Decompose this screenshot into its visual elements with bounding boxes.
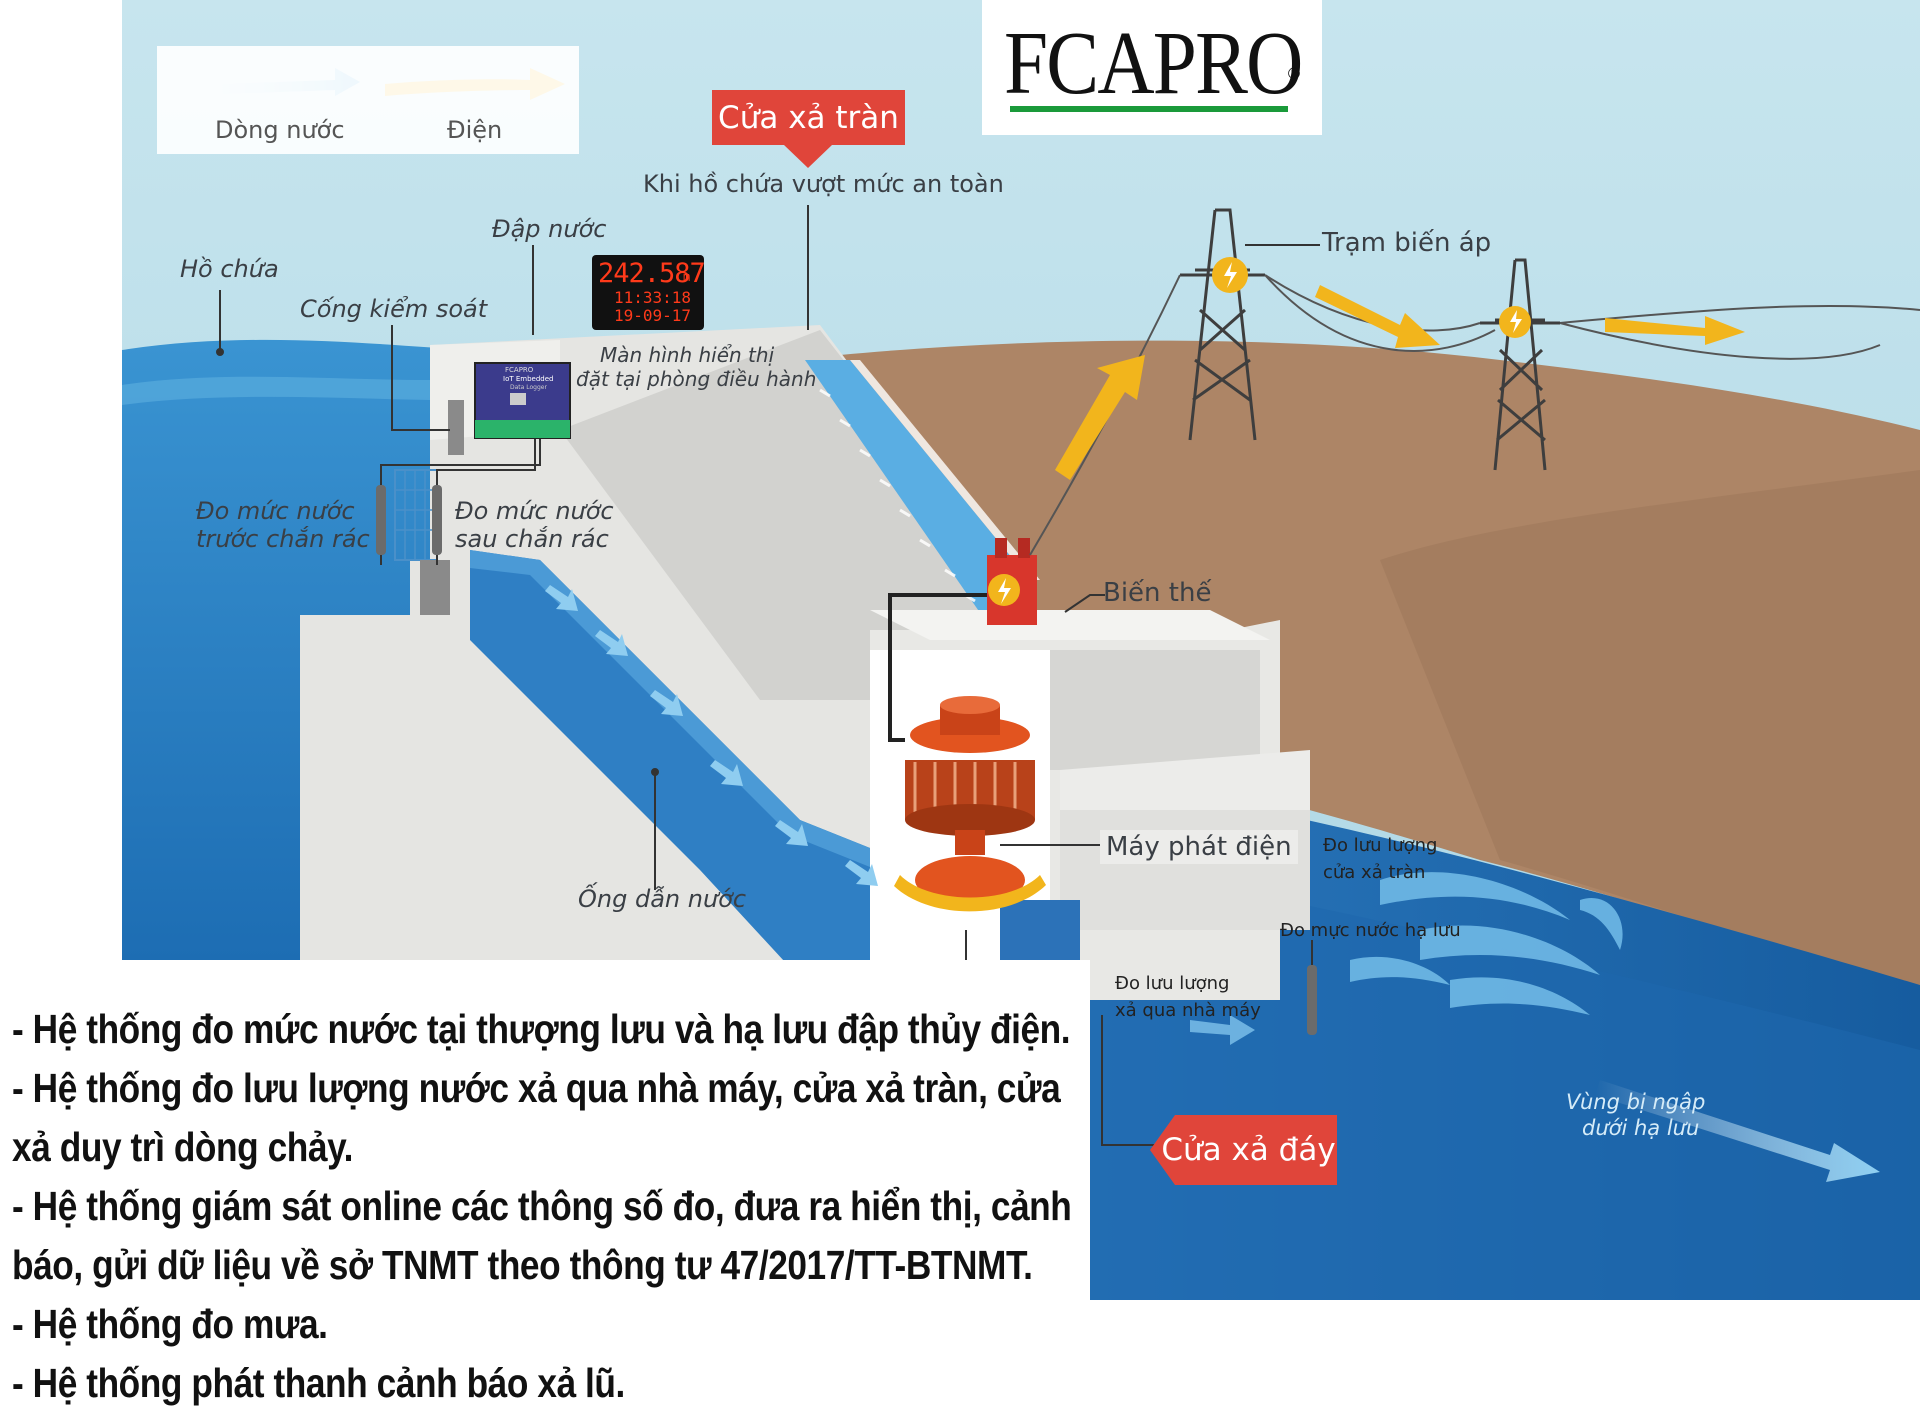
- display-unit: m: [683, 270, 691, 284]
- logo-underline: [1010, 106, 1288, 112]
- spillway-label: Cửa xả tràn: [718, 99, 899, 136]
- logo-box: FCAPRO ®: [982, 0, 1322, 135]
- feature-list: - Hệ thống đo mức nước tại thượng lưu và…: [12, 1000, 1072, 1413]
- water-flow-arrows: [545, 585, 878, 886]
- logger-brand: FCAPRO: [505, 366, 534, 374]
- logo-text: FCAPRO: [1004, 14, 1303, 113]
- feature-line-4: - Hệ thống giám sát online các thông số …: [12, 1183, 1072, 1229]
- logger-title: IoT Embedded: [503, 375, 554, 383]
- legend-water-label: Dòng nước: [215, 116, 345, 144]
- led-display: [592, 255, 704, 330]
- feature-line-5: báo, gửi dữ liệu về sở TNMT theo thông t…: [12, 1242, 1033, 1288]
- reservoir-label: Hồ chứa: [180, 255, 279, 283]
- splash-ripples: [1350, 872, 1623, 1015]
- spillway-note: Khi hồ chứa vượt mức an toàn: [643, 170, 1004, 198]
- flow-plant-label-1: Đo lưu lượng: [1115, 973, 1230, 994]
- display-date: 19-09-17: [614, 306, 692, 325]
- flow-spill-label-2: cửa xả tràn: [1323, 862, 1426, 883]
- display-note-2: đặt tại phòng điều hành: [576, 367, 817, 391]
- feature-line-2: - Hệ thống đo lưu lượng nước xả qua nhà …: [12, 1065, 1061, 1111]
- display-time: 11:33:18: [614, 288, 692, 307]
- bottom-outlet-label: Cửa xả đáy: [1161, 1132, 1336, 1168]
- level-sensors: [376, 485, 1317, 1035]
- generator-turbine: [894, 696, 1046, 912]
- leader-lines: [216, 205, 1320, 1146]
- display-level: 242.587: [598, 258, 706, 289]
- spillway-tag: [712, 90, 905, 168]
- feature-line-6: - Hệ thống đo mưa.: [12, 1301, 328, 1347]
- legend-box: Dòng nước Điện: [157, 46, 579, 154]
- flood-label-2: dưới hạ lưu: [1582, 1116, 1700, 1140]
- legend-power-label: Điện: [447, 116, 503, 144]
- display-note-1: Màn hình hiển thị: [600, 343, 775, 367]
- level-before-label-1: Đo mức nước: [196, 497, 355, 525]
- generator-label: Máy phát điện: [1100, 830, 1298, 864]
- spillway-chute: [805, 360, 1030, 620]
- transformer: [987, 538, 1037, 625]
- flow-plant-label-2: xả qua nhà máy: [1115, 1000, 1261, 1021]
- bottom-outlet-tag: [1150, 1115, 1337, 1185]
- feature-line-3: xả duy trì dòng chảy.: [12, 1124, 354, 1170]
- logo-reg: ®: [1286, 64, 1302, 83]
- dam-label: Đập nước: [492, 215, 607, 243]
- transformer-label: Biến thế: [1103, 578, 1212, 608]
- feature-line-1: - Hệ thống đo mức nước tại thượng lưu và…: [12, 1006, 1071, 1052]
- flow-spill-label-1: Đo lưu lượng: [1323, 835, 1438, 856]
- data-logger: [474, 362, 571, 439]
- logger-sub: Data Logger: [510, 384, 547, 391]
- substation-icons: [1212, 257, 1531, 338]
- flood-label-1: Vùng bị ngập: [1566, 1090, 1706, 1114]
- substation-label: Trạm biến áp: [1322, 228, 1492, 258]
- control-gate-label: Cống kiểm soát: [300, 295, 488, 323]
- level-before-label-2: trước chắn rác: [196, 525, 370, 553]
- penstock-label: Ống dẫn nước: [578, 885, 747, 913]
- level-after-label-1: Đo mức nước: [455, 497, 614, 525]
- level-downstream-label: Đo mực nước hạ lưu: [1280, 920, 1461, 941]
- feature-line-7: - Hệ thống phát thanh cảnh báo xả lũ.: [12, 1360, 625, 1406]
- level-after-label-2: sau chắn rác: [455, 525, 609, 553]
- power-arrows: [1055, 285, 1745, 480]
